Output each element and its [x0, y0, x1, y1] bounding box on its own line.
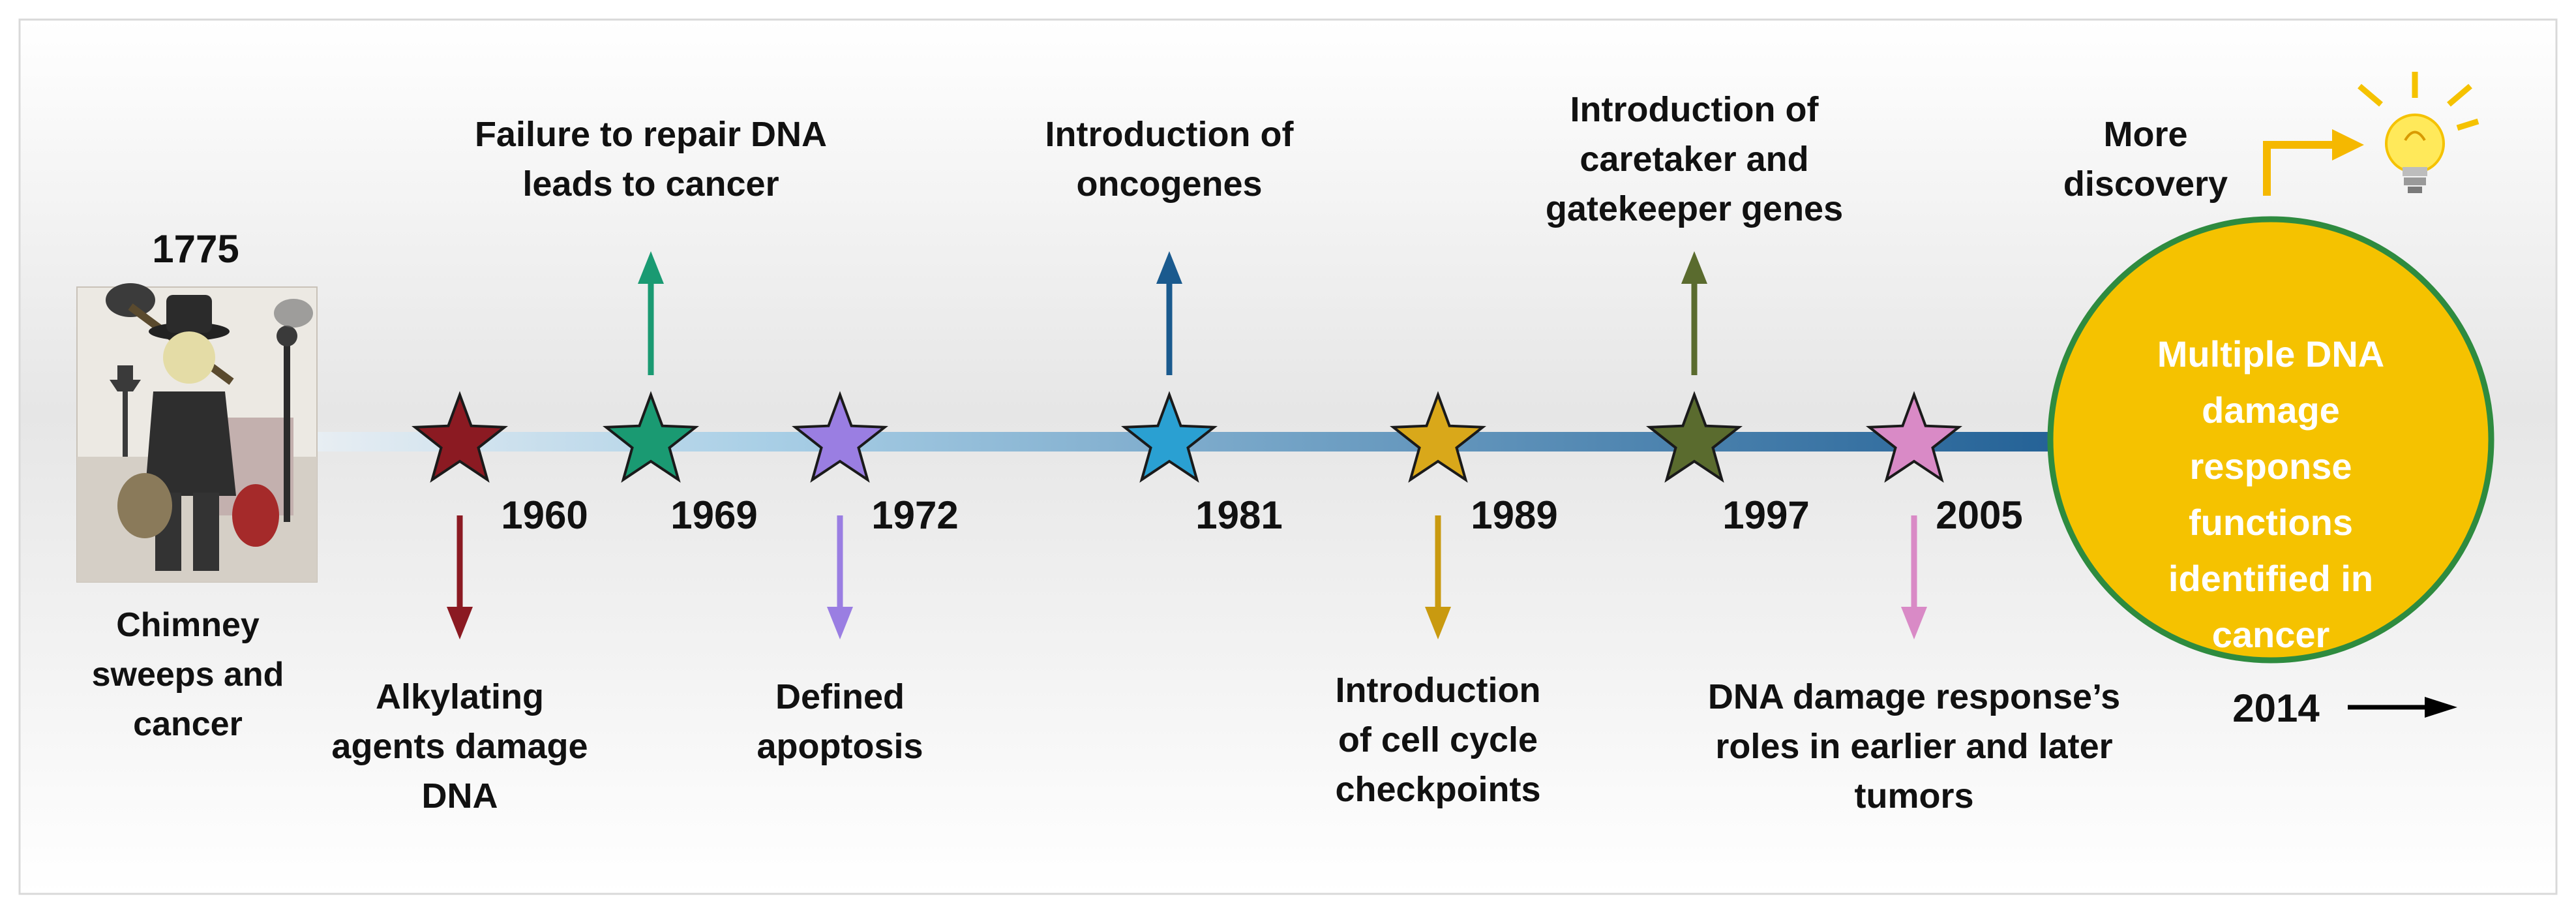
event-arrow-1972 [827, 515, 853, 639]
start-year: 1775 [152, 227, 239, 271]
event-year-1960: 1960 [501, 493, 588, 537]
event-label-1997: Introduction of caretaker and gatekeeper… [1545, 90, 1844, 228]
event-label-1969: Failure to repair DNA leads to cancer [474, 115, 828, 204]
event-label-1960: Alkylating agents damage DNA [331, 677, 588, 816]
lightbulb-icon [2358, 72, 2479, 193]
event-label-1972: Defined apoptosis [756, 677, 923, 766]
event-year-1972: 1972 [871, 493, 959, 537]
event-label-1981: Introduction of oncogenes [1045, 115, 1294, 204]
event-star-2005 [1866, 391, 1962, 483]
end-year: 2014 [2232, 686, 2320, 730]
event-arrow-1989 [1425, 515, 1451, 639]
event-year-1981: 1981 [1195, 493, 1283, 537]
event-year-1969: 1969 [670, 493, 758, 537]
circle-text: Multiple DNA damage response functions i… [2157, 333, 2385, 655]
chimney-sweep-illustration [76, 283, 318, 583]
event-arrow-2005 [1901, 515, 1927, 639]
timeline-bar [313, 432, 2113, 451]
event-year-1989: 1989 [1471, 493, 1558, 537]
event-year-2005: 2005 [1936, 493, 2023, 537]
event-label-1989: Introduction of cell cycle checkpoints [1335, 671, 1541, 809]
event-star-1989 [1390, 391, 1486, 483]
event-label-2005: DNA damage response’s roles in earlier a… [1707, 677, 2121, 816]
continue-arrow [2348, 697, 2457, 718]
event-arrow-1981 [1156, 251, 1182, 375]
summary-circle [2047, 216, 2494, 664]
event-year-1997: 1997 [1722, 493, 1810, 537]
event-arrow-1969 [638, 251, 664, 375]
more-discovery-arrow [2263, 129, 2364, 196]
start-caption: Chimney sweeps and cancer [91, 606, 284, 743]
event-arrow-1997 [1681, 251, 1707, 375]
event-star-1997 [1646, 391, 1743, 483]
event-star-1981 [1121, 391, 1218, 483]
event-star-1969 [603, 391, 699, 483]
more-discovery-label: More discovery [2063, 115, 2228, 204]
event-star-1972 [792, 391, 888, 483]
event-arrow-1960 [447, 515, 473, 639]
event-star-1960 [412, 391, 508, 483]
